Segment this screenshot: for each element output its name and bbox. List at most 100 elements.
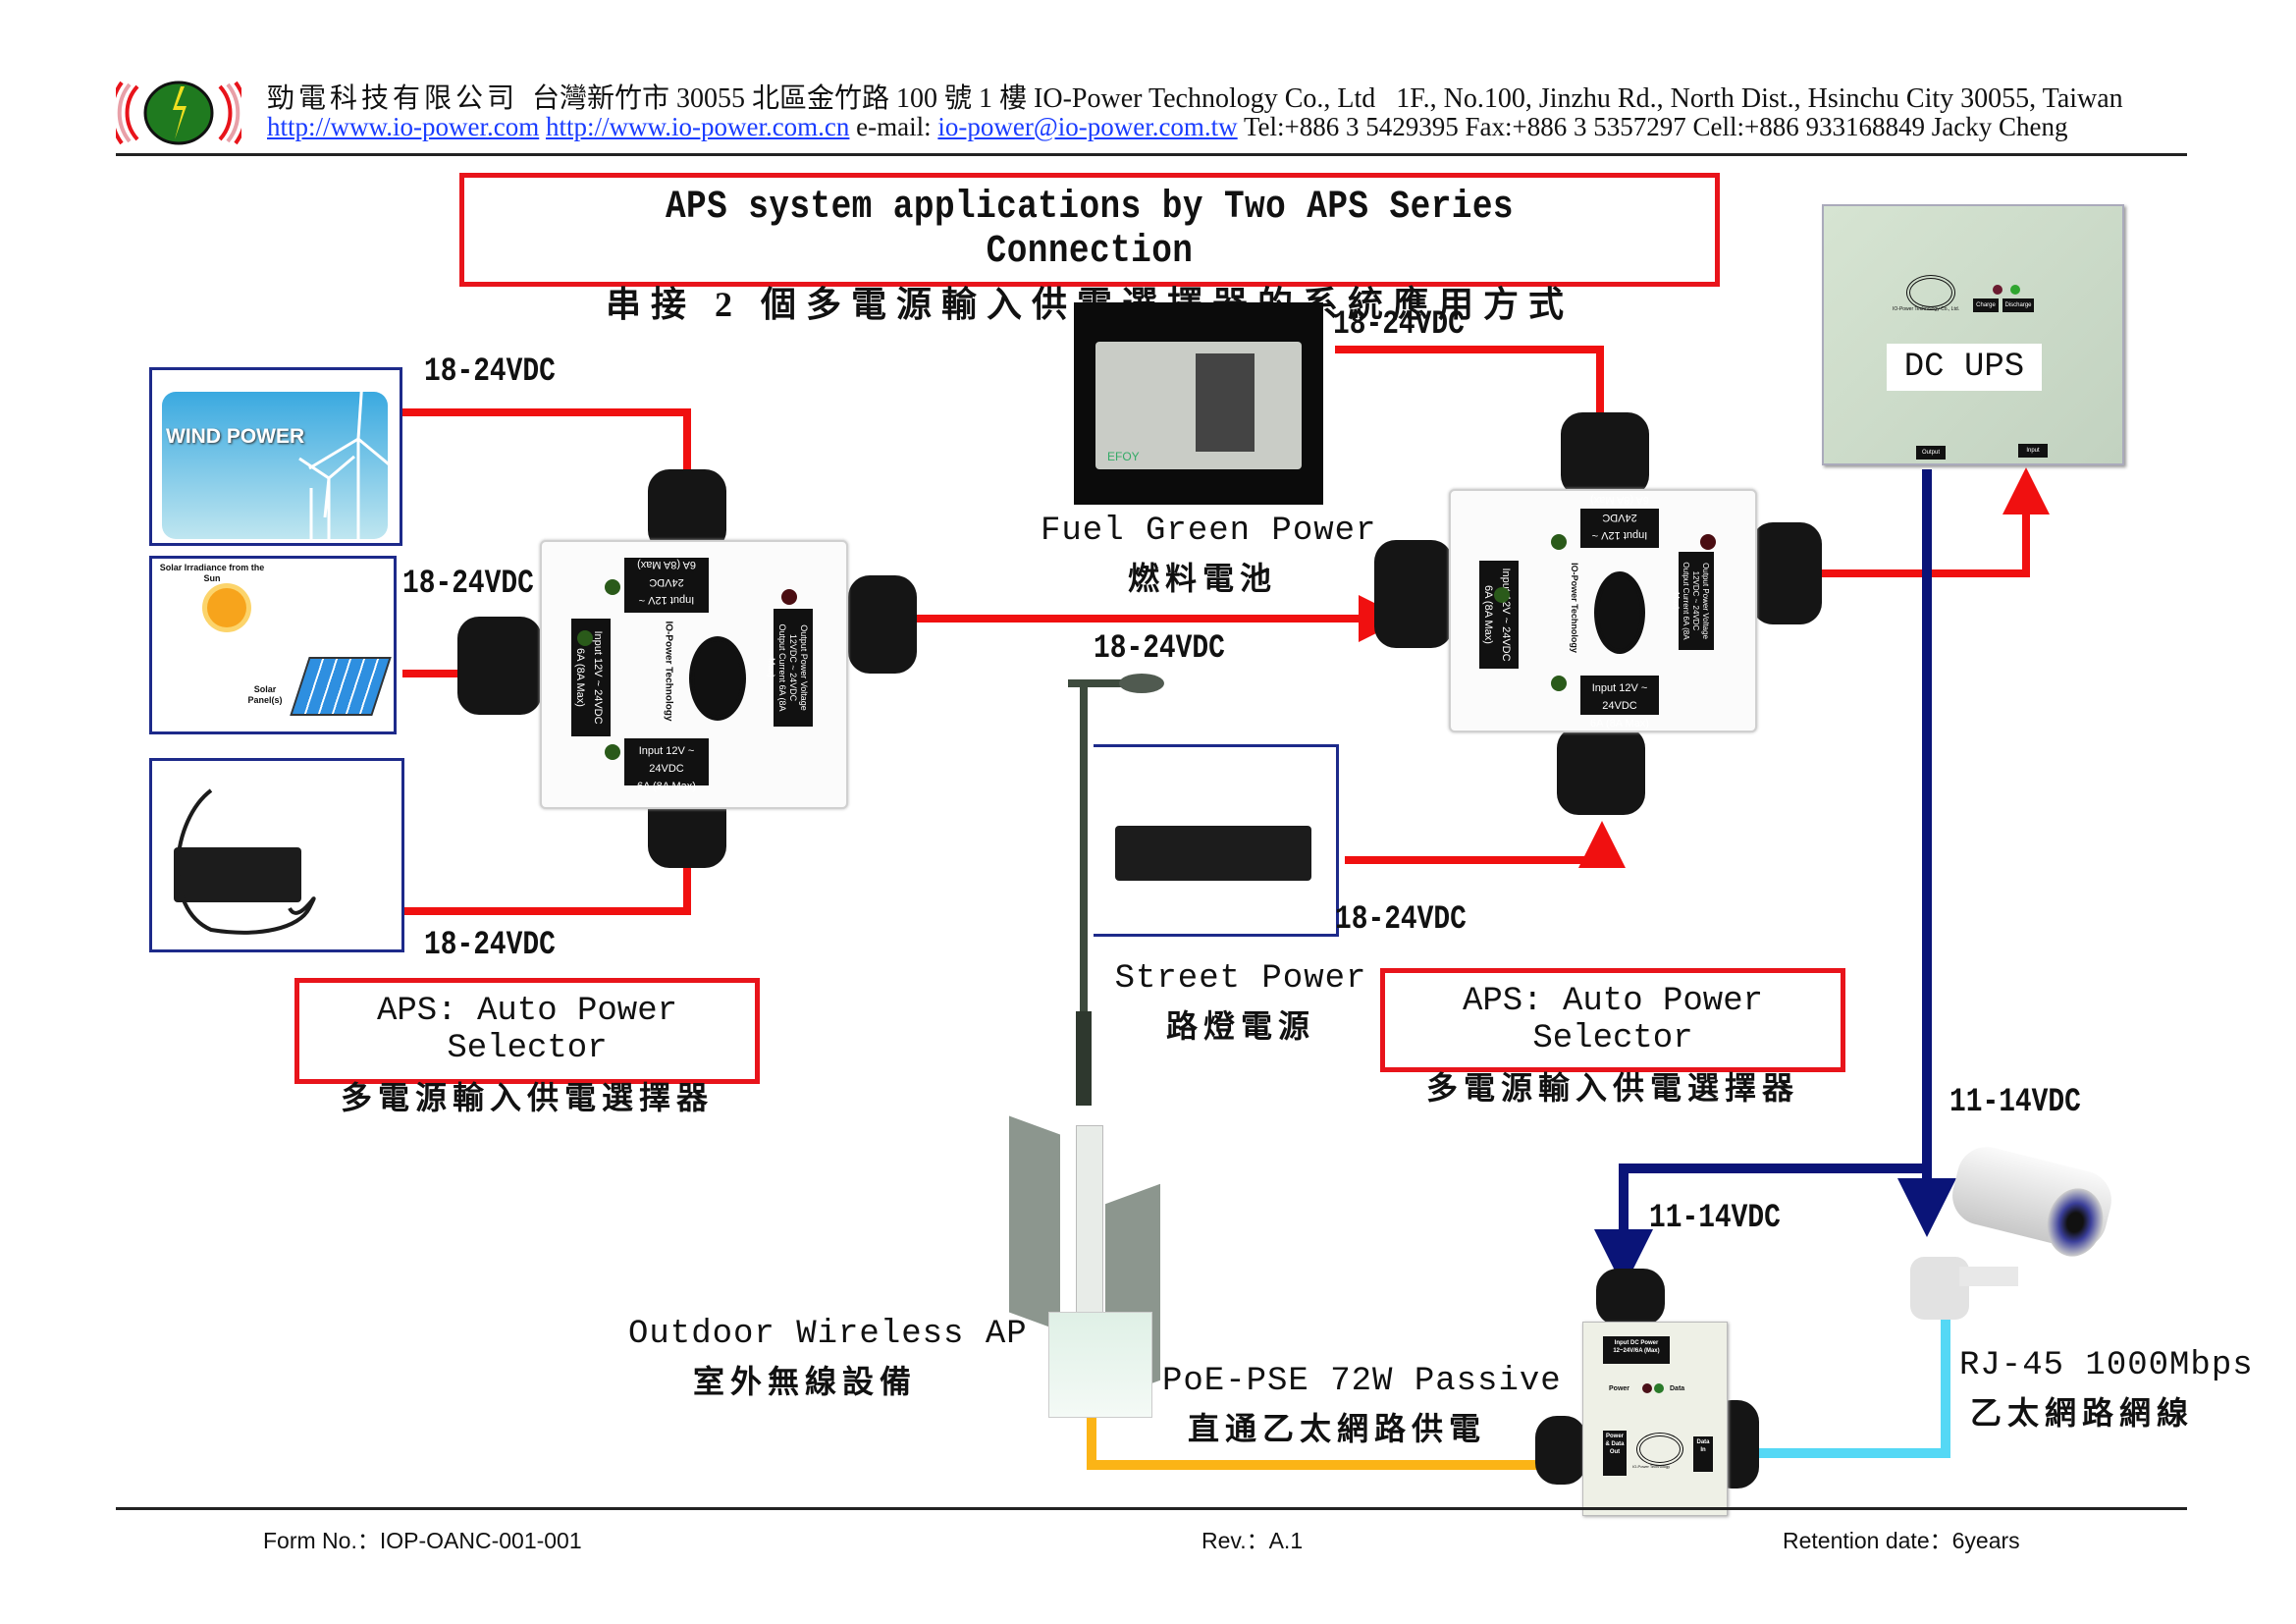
poe-caption: PoE-PSE 72W Passive 直通乙太網路供電: [1162, 1363, 1562, 1449]
aps2-brand: IO-Power Technology: [1569, 563, 1579, 653]
dc-ups-label: DC UPS: [1887, 344, 2042, 391]
wire-poe-to-ap: [1087, 1412, 1543, 1470]
footer-divider: [116, 1507, 2187, 1510]
address-en: 1F., No.100, Jinzhu Rd., North Dist., Hs…: [1396, 83, 2123, 114]
solar-voltage-label: 18-24VDC: [402, 566, 534, 603]
camera-caption-en: RJ-45 1000Mbps: [1959, 1347, 2254, 1384]
poe-out-label: Power & Data Out: [1603, 1431, 1627, 1476]
solar-panel-icon: [290, 657, 392, 716]
email-link[interactable]: io-power@io-power.com.tw: [937, 112, 1238, 141]
ups-output-port-label: Output: [1916, 446, 1946, 460]
wind-power-label: WIND POWER: [166, 425, 305, 448]
camera-voltage-label: 11-14VDC: [1949, 1084, 2081, 1121]
solar-irradiance-label: Solar Irradiance from the Sun: [159, 563, 265, 583]
aps-device-2: Input 12V ~ 24VDC 6A (8A Max) Input 12V …: [1374, 412, 1865, 825]
street-adapter-icon: [1115, 826, 1311, 881]
wire-ups-to-poe: [1594, 1164, 1927, 1288]
revision: Rev.：A.1: [1201, 1528, 1304, 1553]
aps1-led-output: [781, 589, 797, 605]
wire-street-to-aps2: [1345, 821, 1626, 868]
fuel-caption-zh: 燃料電池: [1127, 561, 1277, 596]
ups-input-port-label: Input: [2018, 444, 2048, 458]
cell: Cell:+886 933168849 Jacky Cheng: [1692, 112, 2068, 141]
aps1-led-top: [605, 579, 620, 595]
ap-caption: Outdoor Wireless AP 室外無線設備: [628, 1316, 1028, 1402]
io-power-logo: [1594, 571, 1645, 654]
aps2-left-input-label: Input 12V ~ 24VDC: [1500, 568, 1512, 662]
dc-ups-device: IO-Power Technology Co., Ltd. Charge Dis…: [1822, 204, 2124, 465]
aps2-led-top: [1551, 534, 1567, 550]
aps-caption-1-en: APS: Auto Power Selector: [376, 993, 678, 1067]
aps-caption-2-en: APS: Auto Power Selector: [1462, 983, 1764, 1057]
form-number: Form No.：IOP-OANC-001-001: [263, 1528, 582, 1553]
sun-icon: [207, 588, 246, 627]
street-caption-zh: 路燈電源: [1165, 1008, 1315, 1044]
power-adapter-image: [149, 758, 404, 952]
wind-power-image: WIND POWER: [149, 367, 402, 546]
fuel-voltage-label: 18-24VDC: [1333, 306, 1465, 344]
aps-caption-box-2: APS: Auto Power Selector 多電源輸入供電選擇器: [1380, 968, 1845, 1106]
poe-led-power: [1642, 1383, 1652, 1393]
adapter-icon: [174, 847, 301, 902]
header-divider: [116, 153, 2187, 156]
poe-led-data: [1654, 1383, 1664, 1393]
poe-in-label: Data In: [1693, 1436, 1713, 1472]
retention-date: Retention date：6years: [1783, 1528, 2020, 1553]
website-cn-link[interactable]: http://www.io-power.com.cn: [545, 112, 850, 141]
street-caption: Street Power 路燈電源: [1113, 960, 1368, 1047]
aps1-left-input-label: Input 12V ~ 24VDC: [592, 630, 604, 725]
company-name-zh: 勁電科技有限公司: [267, 83, 519, 114]
website-link[interactable]: http://www.io-power.com: [267, 112, 540, 141]
fuel-cell-brand: EFOY: [1107, 450, 1140, 463]
aps-caption-box-1: APS: Auto Power Selector 多電源輸入供電選擇器: [294, 978, 760, 1115]
aps2-top-input-label: Input 12V ~ 24VDC: [1591, 512, 1648, 541]
poe-injector-device: Input DC Power 12~24V/6A (Max) Power Dat…: [1535, 1269, 1781, 1516]
wind-turbine-icon: [298, 380, 400, 543]
poe-input-label: Input DC Power: [1614, 1340, 1659, 1346]
outdoor-ap-icon: [1003, 1115, 1180, 1420]
ups-brand: IO-Power Technology Co., Ltd.: [1893, 306, 1959, 312]
title-en: APS system applications by Two APS Serie…: [665, 186, 1515, 274]
title-box: APS system applications by Two APS Serie…: [459, 173, 1720, 324]
tel: Tel:+886 3 5429395: [1243, 112, 1459, 141]
ups-charge-label: Charge: [1973, 298, 1999, 312]
header-address-line: 勁電科技有限公司 台灣新竹市 30055 北區金竹路 100 號 1 樓 IO-…: [267, 77, 2123, 116]
fuel-caption: Fuel Green Power 燃料電池: [1041, 513, 1377, 599]
poe-power-label: Power: [1609, 1385, 1630, 1392]
street-adapter-frame: [1094, 744, 1339, 937]
street-caption-en: Street Power: [1114, 960, 1367, 998]
poe-logo: [1636, 1433, 1683, 1466]
street-lamp-icon: [1062, 674, 1190, 1110]
aps2-bottom-input-label: Input 12V ~ 24VDC: [1591, 682, 1648, 712]
solar-panel-label: Solar Panel(s): [247, 684, 283, 705]
ap-caption-zh: 室外無線設備: [692, 1364, 917, 1399]
aps1-top-input-label: Input 12V ~ 24VDC: [638, 576, 695, 606]
street-adapter-voltage-label: 18-24VDC: [1335, 901, 1467, 939]
wire-poe-to-camera: [1759, 1316, 1950, 1458]
ups-discharge-label: Discharge: [2002, 298, 2034, 312]
camera-caption: RJ-45 1000Mbps 乙太網路網線: [1959, 1347, 2254, 1434]
ap-caption-en: Outdoor Wireless AP: [628, 1316, 1028, 1353]
camera-caption-zh: 乙太網路網線: [1969, 1395, 2194, 1431]
aps-caption-1-zh: 多電源輸入供電選擇器: [340, 1080, 714, 1115]
adapter-voltage-label: 18-24VDC: [424, 927, 556, 964]
aps1-led-bottom: [605, 744, 620, 760]
aps2-led-bottom: [1551, 676, 1567, 691]
poe-data-label: Data: [1670, 1385, 1685, 1392]
poe-voltage-label: 11-14VDC: [1649, 1200, 1781, 1237]
poe-brand: IO-Power Technology: [1632, 1464, 1671, 1469]
company-name-en: IO-Power Technology Co., Ltd: [1034, 83, 1376, 114]
aps-caption-2-zh: 多電源輸入供電選擇器: [1425, 1070, 1799, 1106]
fuel-caption-en: Fuel Green Power: [1041, 513, 1377, 550]
wind-voltage-label: 18-24VDC: [424, 353, 556, 391]
wire-aps2-to-ups: [1767, 467, 2050, 577]
cctv-camera-icon: [1910, 1139, 2126, 1326]
aps1-output-label: Output Power Voltage: [799, 624, 809, 711]
fuel-cell-image: EFOY: [1074, 302, 1323, 505]
poe-caption-en: PoE-PSE 72W Passive: [1162, 1363, 1562, 1400]
street-pole-voltage-label: 18-24VDC: [1094, 630, 1225, 668]
aps2-led-left: [1494, 587, 1510, 603]
aps2-led-output: [1700, 534, 1716, 550]
ups-led-discharge: [2010, 285, 2020, 295]
